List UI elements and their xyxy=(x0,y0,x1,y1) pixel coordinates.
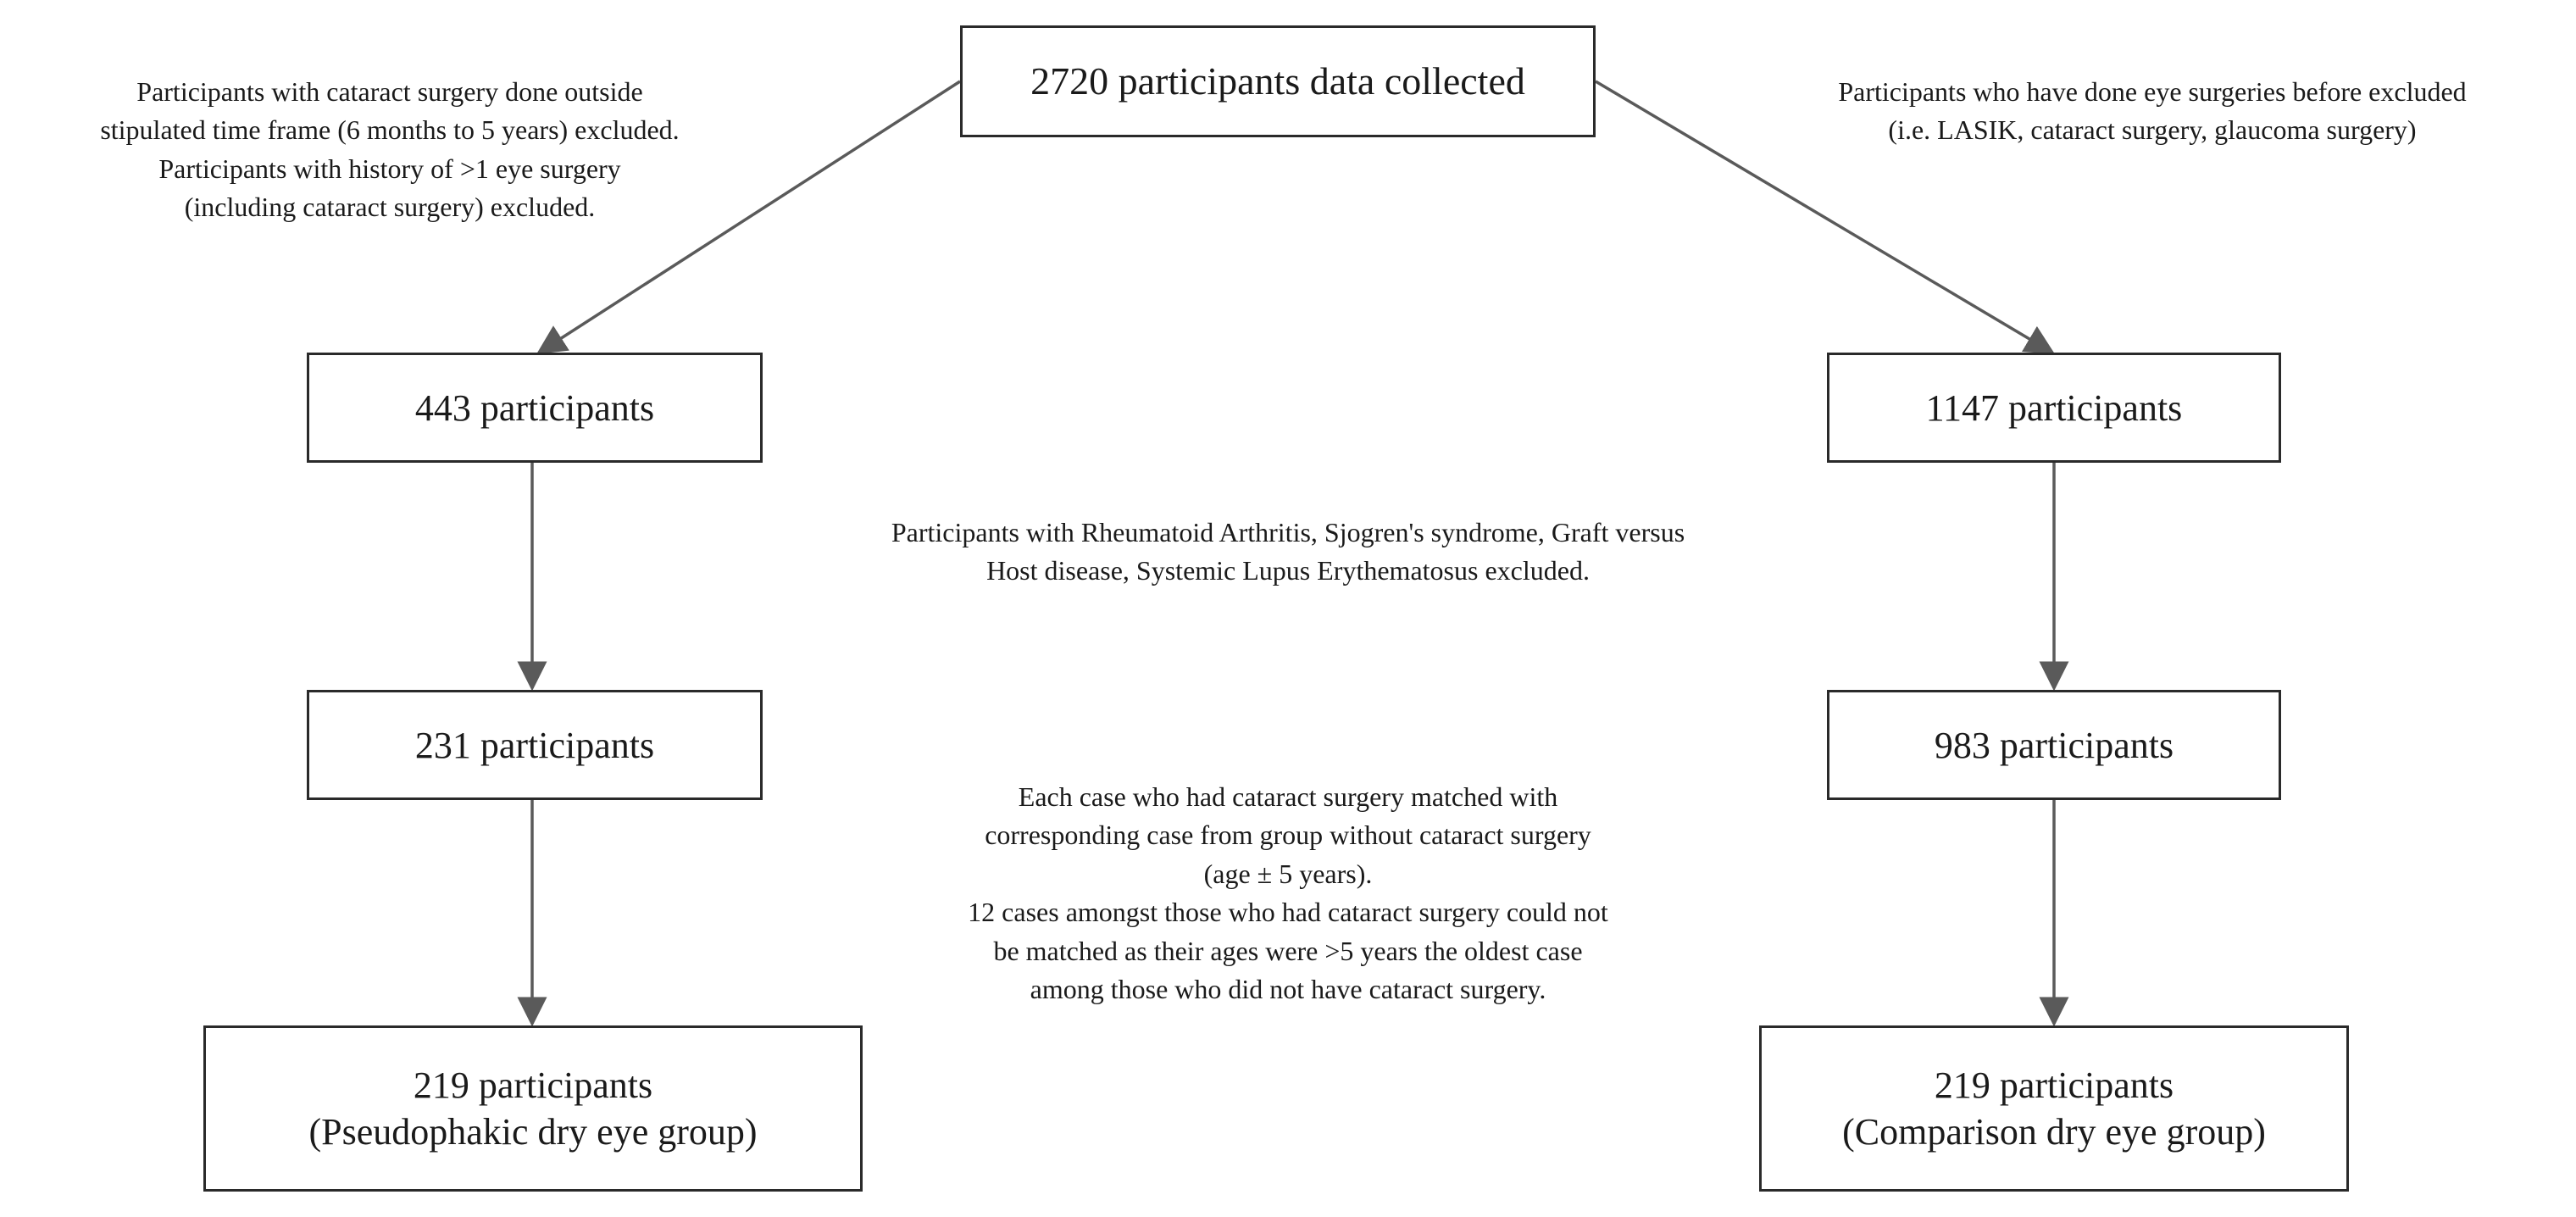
box-right-stage-2-label: 983 participants xyxy=(1934,724,2174,766)
note-disease-exclusion-line: Host disease, Systemic Lupus Erythematos… xyxy=(986,555,1590,586)
arrow-top-to-right-1 xyxy=(1595,80,2056,354)
box-right-final-count: 219 participants xyxy=(1934,1064,2174,1106)
note-disease-exclusion: Participants with Rheumatoid Arthritis, … xyxy=(763,514,1813,591)
box-right-final-group: 219 participants (Comparison dry eye gro… xyxy=(1759,1025,2349,1192)
note-matching-line: 12 cases amongst those who had cataract … xyxy=(968,897,1608,928)
note-right-exclusion: Participants who have done eye surgeries… xyxy=(1746,73,2559,150)
box-left-final-count: 219 participants xyxy=(413,1064,653,1106)
note-left-exclusion-line: stipulated time frame (6 months to 5 yea… xyxy=(100,114,680,146)
box-right-final-group-name: (Comparison dry eye group) xyxy=(1842,1111,2266,1153)
note-matching-line: be matched as their ages were >5 years t… xyxy=(993,935,1583,966)
box-left-final-group: 219 participants (Pseudophakic dry eye g… xyxy=(203,1025,863,1192)
note-matching-line: among those who did not have cataract su… xyxy=(1030,974,1546,1005)
box-total-participants-label: 2720 participants data collected xyxy=(1030,59,1525,103)
note-left-exclusion-line: Participants with cataract surgery done … xyxy=(136,76,643,107)
box-left-stage-1-label: 443 participants xyxy=(414,386,655,429)
note-matching: Each case who had cataract surgery match… xyxy=(864,778,1712,1009)
note-right-exclusion-line: Participants who have done eye surgeries… xyxy=(1838,76,2467,107)
note-disease-exclusion-line: Participants with Rheumatoid Arthritis, … xyxy=(891,517,1685,547)
box-left-stage-2: 231 participants xyxy=(307,690,763,800)
note-left-exclusion-line: Participants with history of >1 eye surg… xyxy=(158,153,621,184)
note-right-exclusion-line: (i.e. LASIK, cataract surgery, glaucoma … xyxy=(1888,114,2417,146)
box-left-stage-1: 443 participants xyxy=(307,353,763,463)
box-right-stage-1: 1147 participants xyxy=(1827,353,2281,463)
note-matching-line: (age ± 5 years). xyxy=(1203,858,1373,889)
note-left-exclusion: Participants with cataract surgery done … xyxy=(17,73,763,227)
box-right-stage-1-label: 1147 participants xyxy=(1925,386,2183,429)
note-matching-line: Each case who had cataract surgery match… xyxy=(1018,781,1558,812)
box-total-participants: 2720 participants data collected xyxy=(960,25,1596,137)
note-left-exclusion-line: (including cataract surgery) excluded. xyxy=(184,192,596,223)
box-left-final-group-name: (Pseudophakic dry eye group) xyxy=(308,1111,758,1153)
box-left-stage-2-label: 231 participants xyxy=(414,724,655,766)
arrow-top-to-left-1 xyxy=(536,80,961,354)
note-matching-line: corresponding case from group without ca… xyxy=(985,820,1591,851)
box-right-stage-2: 983 participants xyxy=(1827,690,2281,800)
